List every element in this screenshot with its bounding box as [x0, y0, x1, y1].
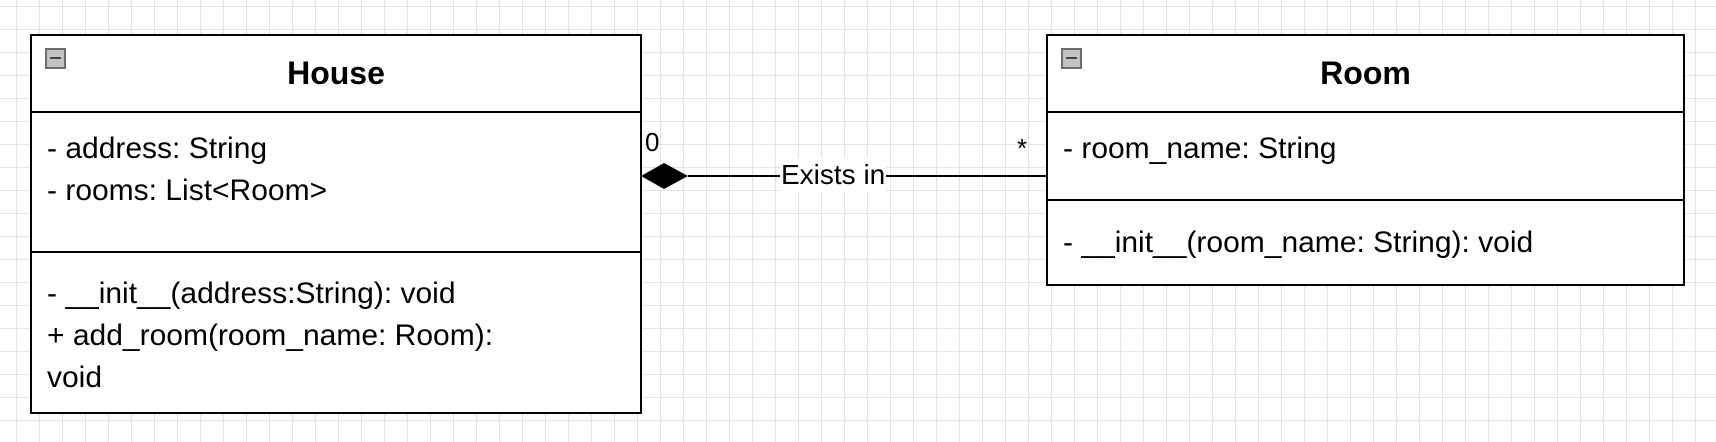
- room-class[interactable]: Room - room_name: String - __init__(room…: [1046, 34, 1685, 286]
- attribute: - rooms: List<Room>: [47, 174, 328, 207]
- house-methods: - __init__(address:String): void + add_r…: [32, 253, 640, 399]
- collapse-icon[interactable]: [45, 48, 66, 69]
- house-class-header[interactable]: House: [32, 36, 640, 113]
- collapse-icon[interactable]: [1061, 48, 1082, 69]
- method: - __init__(room_name: String): void: [1063, 226, 1534, 259]
- method: + add_room(room_name: Room):: [47, 319, 494, 352]
- composition-diamond: [641, 163, 688, 189]
- association-label: Exists in: [780, 158, 887, 192]
- attribute: - address: String: [47, 132, 268, 165]
- attribute: - room_name: String: [1063, 132, 1337, 165]
- multiplicity-house: 0: [645, 127, 660, 157]
- method: void: [47, 361, 103, 394]
- room-class-title: Room: [1320, 55, 1411, 91]
- multiplicity-room: *: [1017, 133, 1028, 163]
- room-attributes: - room_name: String: [1048, 113, 1683, 201]
- room-methods: - __init__(room_name: String): void: [1048, 201, 1683, 264]
- house-attributes: - address: String - rooms: List<Room>: [32, 113, 640, 253]
- house-class[interactable]: House - address: String - rooms: List<Ro…: [30, 34, 642, 414]
- room-class-header[interactable]: Room: [1048, 36, 1683, 113]
- house-class-title: House: [287, 55, 385, 91]
- method: - __init__(address:String): void: [47, 277, 456, 310]
